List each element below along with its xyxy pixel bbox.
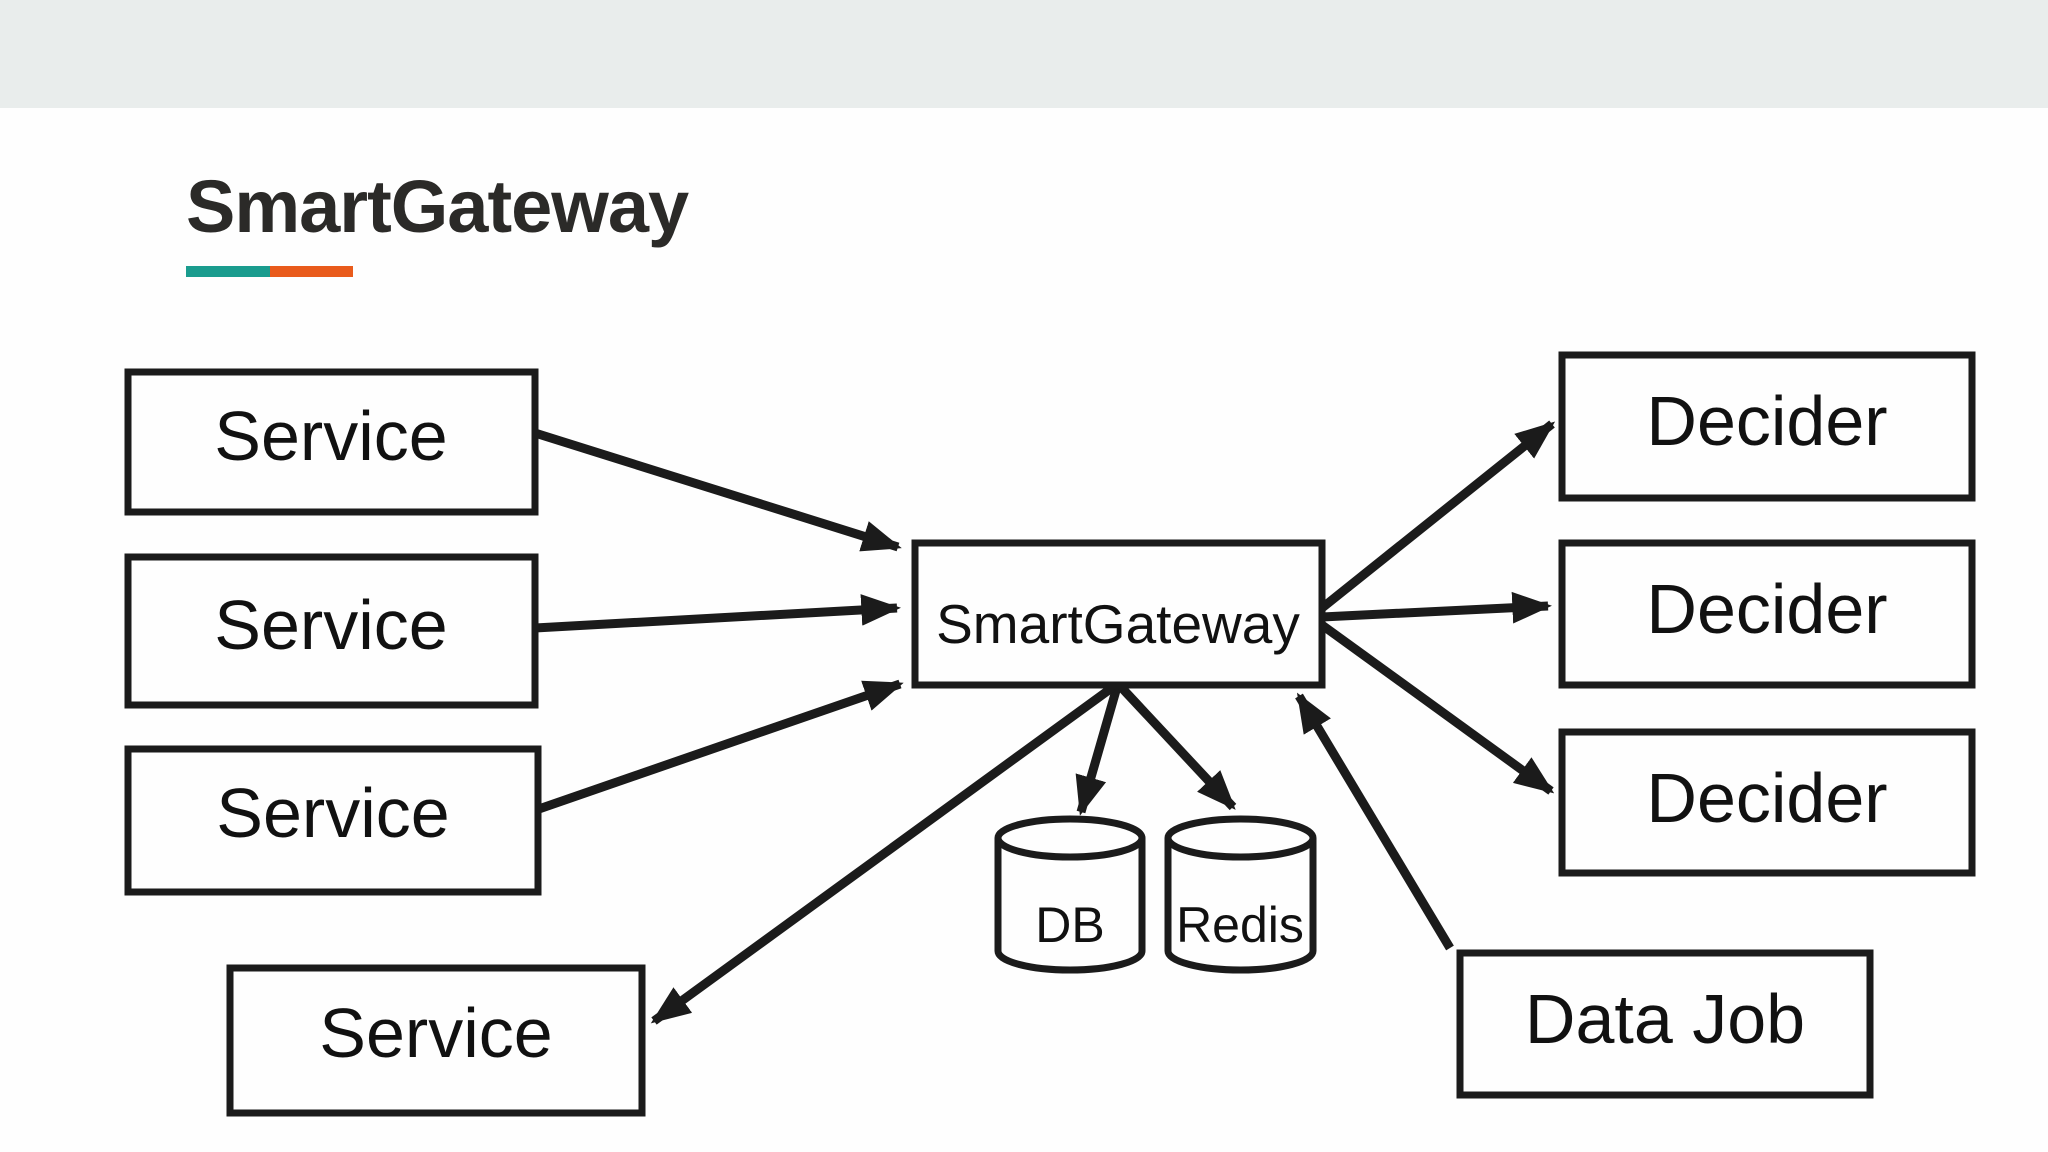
node-gateway: SmartGateway: [911, 539, 1326, 689]
arrow-gateway-to-decider-bottom: [1319, 621, 1555, 795]
decider-bottom-label: Decider: [1646, 759, 1887, 837]
decider-bottom-box: [1558, 728, 1976, 877]
arrow-gateway-to-decider-top: [1319, 420, 1556, 612]
service-bottom-box: [226, 964, 646, 1117]
edges: [533, 420, 1556, 1025]
gateway-label: SmartGateway: [936, 593, 1300, 655]
arrow-gateway-to-db: [1075, 685, 1122, 816]
db-cylinder-top: [994, 815, 1146, 861]
node-db-cylinder: DB: [994, 815, 1146, 974]
title-underline: [186, 266, 353, 277]
data-job-label: Data Job: [1525, 980, 1805, 1058]
gateway-box: [911, 539, 1326, 689]
data-job-box: [1456, 949, 1874, 1099]
service-top-box: [124, 368, 539, 516]
node-service-top: Service: [124, 368, 539, 516]
db-label: DB: [1035, 897, 1104, 953]
arrow-service-top-to-gateway: [533, 428, 902, 552]
arrow-gateway-to-service-bottom: [650, 683, 1116, 1025]
arrow-service-mid-to-gateway: [534, 594, 901, 633]
service-low-label: Service: [216, 774, 449, 852]
arrow-service-low-to-gateway: [534, 679, 904, 815]
underline-teal-segment: [186, 266, 270, 277]
decider-mid-box: [1558, 539, 1976, 689]
redis-label: Redis: [1176, 897, 1304, 953]
decider-mid-label: Decider: [1646, 570, 1887, 648]
arrow-gateway-to-redis: [1117, 683, 1237, 811]
service-mid-label: Service: [214, 586, 447, 664]
node-service-mid: Service: [124, 553, 539, 709]
node-decider-top: Decider: [1558, 351, 1976, 502]
service-bottom-label: Service: [319, 994, 552, 1072]
slide-top-band: [0, 0, 2048, 108]
db-cylinder-body: [994, 838, 1146, 974]
service-low-box: [124, 745, 542, 896]
node-decider-mid: Decider: [1558, 539, 1976, 689]
redis-cylinder-body: [1164, 838, 1317, 974]
node-decider-bottom: Decider: [1558, 728, 1976, 877]
slide-title: SmartGateway: [186, 165, 689, 248]
underline-orange-segment: [269, 266, 353, 277]
node-data-job: Data Job: [1456, 949, 1874, 1099]
decider-top-label: Decider: [1646, 382, 1887, 460]
node-service-bottom: Service: [226, 964, 646, 1117]
service-mid-box: [124, 553, 539, 709]
decider-top-box: [1558, 351, 1976, 502]
node-redis-cylinder: Redis: [1164, 815, 1317, 974]
service-top-label: Service: [214, 397, 447, 475]
redis-cylinder-top: [1164, 815, 1317, 861]
arrow-gateway-to-decider-mid: [1321, 591, 1552, 624]
node-service-low: Service: [124, 745, 542, 896]
arrow-datajob-to-gateway: [1295, 692, 1454, 951]
